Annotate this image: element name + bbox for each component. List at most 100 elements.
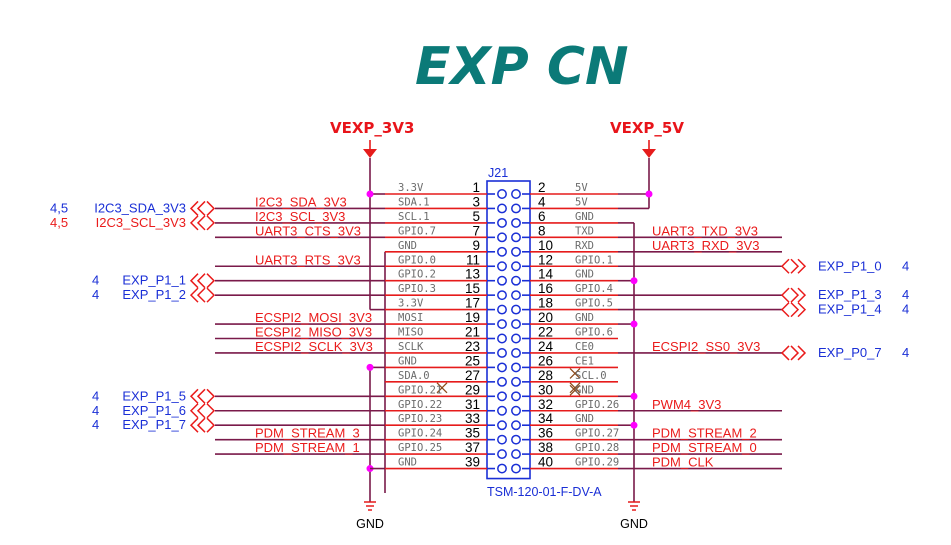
- pin-number: 8: [538, 223, 546, 238]
- pin-name: GPIO.0: [398, 254, 436, 266]
- pin-name: GND: [398, 457, 417, 469]
- junction-dot: [630, 392, 638, 400]
- pin-number: 22: [538, 325, 553, 340]
- pin-name: 3.3V: [398, 182, 424, 194]
- offpage-arrow-icon: [189, 200, 216, 216]
- pin-circle-7: [497, 232, 507, 243]
- pin-number: 6: [538, 209, 546, 224]
- offpage-arrow-icon: [189, 273, 216, 289]
- offpage-sheet-ref: 4,5: [50, 200, 68, 215]
- pin-number: 26: [538, 353, 553, 368]
- pin-number: 40: [538, 455, 553, 470]
- pin-number: 5: [472, 209, 480, 224]
- offpage-connectors: I2C3_SDA_3V34,5I2C3_SCL_3V34,5EXP_P1_14E…: [50, 200, 909, 433]
- connector-part-number: TSM-120-01-F-DV-A: [487, 485, 602, 499]
- sheet-title: EXP CN: [415, 37, 629, 97]
- offpage-label: EXP_P1_7: [122, 417, 186, 432]
- junction-dot: [366, 363, 374, 371]
- pin-number: 3: [472, 194, 480, 209]
- pin-circle-25: [497, 362, 507, 373]
- pin-name: GPIO.22: [398, 399, 442, 411]
- offpage-label: EXP_P1_2: [122, 287, 186, 302]
- pin-name: 5V: [575, 182, 588, 194]
- pin-name: GPIO.27: [575, 428, 619, 440]
- pin-number: 38: [538, 440, 553, 455]
- ground-label-right: GND: [620, 517, 648, 531]
- net-label: I2C3_SDA_3V3: [255, 194, 347, 209]
- offpage-label: I2C3_SDA_3V3: [94, 200, 186, 215]
- pin-name: 3.3V: [398, 298, 424, 310]
- pin-name: GPIO.3: [398, 283, 436, 295]
- junction-dot: [630, 320, 638, 328]
- pin-number: 10: [538, 238, 553, 253]
- pin-circle-26: [511, 362, 521, 373]
- pin-number: 17: [465, 296, 480, 311]
- pin-name: SDA.1: [398, 196, 430, 208]
- pin-number: 29: [465, 382, 480, 397]
- pin-number: 16: [538, 281, 553, 296]
- pin-circle-14: [511, 275, 521, 286]
- net-label: UART3_RTS_3V3: [255, 252, 361, 267]
- pin-number: 1: [472, 180, 480, 195]
- ground-symbol-right-icon: [628, 493, 640, 511]
- offpage-arrow-icon: [189, 403, 216, 419]
- pin-circle-40: [511, 463, 521, 474]
- wires: [215, 158, 782, 493]
- power-label-3v3: VEXP_3V3: [330, 119, 414, 137]
- pin-number: 18: [538, 296, 553, 311]
- pin-name: GPIO.21: [398, 384, 442, 396]
- pin-circle-18: [511, 304, 521, 315]
- pin-number: 20: [538, 310, 553, 325]
- pin-number: 7: [472, 223, 480, 238]
- pin-circle-13: [497, 275, 507, 286]
- offpage-sheet-ref: 4: [92, 388, 99, 403]
- pin-circle-27: [497, 376, 507, 387]
- offpage-sheet-ref: 4: [902, 287, 909, 302]
- pin-circle-2: [511, 189, 521, 199]
- pin-circle-24: [511, 348, 521, 358]
- pin-circle-6: [511, 217, 521, 228]
- pin-circle-4: [511, 203, 521, 214]
- net-label: UART3_TXD_3V3: [652, 223, 758, 238]
- pin-circle-28: [511, 376, 521, 387]
- pin-number: 9: [472, 238, 480, 253]
- pin-number: 13: [465, 267, 480, 282]
- pin-name: GPIO.2: [398, 269, 436, 281]
- offpage-arrow-icon: [189, 287, 216, 303]
- offpage-sheet-ref: 4: [902, 302, 909, 317]
- offpage-arrow-icon: [189, 388, 216, 404]
- offpage-sheet-ref: 4: [902, 345, 909, 360]
- offpage-arrow-icon: [189, 417, 216, 433]
- pin-number: 39: [465, 455, 480, 470]
- pin-number: 35: [465, 426, 480, 441]
- pin-number: 2: [538, 180, 546, 195]
- net-label: PWM4_3V3: [652, 397, 721, 412]
- pin-number: 23: [465, 339, 480, 354]
- ground-label-left: GND: [356, 517, 384, 531]
- pin-circle-9: [497, 246, 507, 257]
- offpage-arrow-icon: [780, 287, 807, 303]
- junction-dot: [630, 277, 638, 285]
- pin-circle-39: [497, 463, 507, 474]
- pin-name: GPIO.4: [575, 283, 613, 295]
- pin-number: 14: [538, 267, 554, 282]
- pin-number: 4: [538, 194, 546, 209]
- offpage-sheet-ref: 4: [92, 287, 99, 302]
- pin-number: 32: [538, 397, 553, 412]
- pin-number: 25: [465, 353, 480, 368]
- pin-number: 11: [466, 252, 480, 267]
- pin-number: 34: [538, 411, 554, 426]
- pin-number: 27: [465, 368, 480, 383]
- offpage-sheet-ref: 4: [92, 273, 99, 288]
- pin-circle-8: [511, 232, 521, 243]
- pin-name: MISO: [398, 327, 423, 339]
- net-label: PDM_STREAM_0: [652, 440, 757, 455]
- pin-name: GND: [575, 312, 594, 324]
- pin-number: 15: [465, 281, 480, 296]
- pin-name: TXD: [575, 225, 594, 237]
- pin-name: GPIO.28: [575, 442, 619, 454]
- pin-circle-1: [497, 189, 507, 199]
